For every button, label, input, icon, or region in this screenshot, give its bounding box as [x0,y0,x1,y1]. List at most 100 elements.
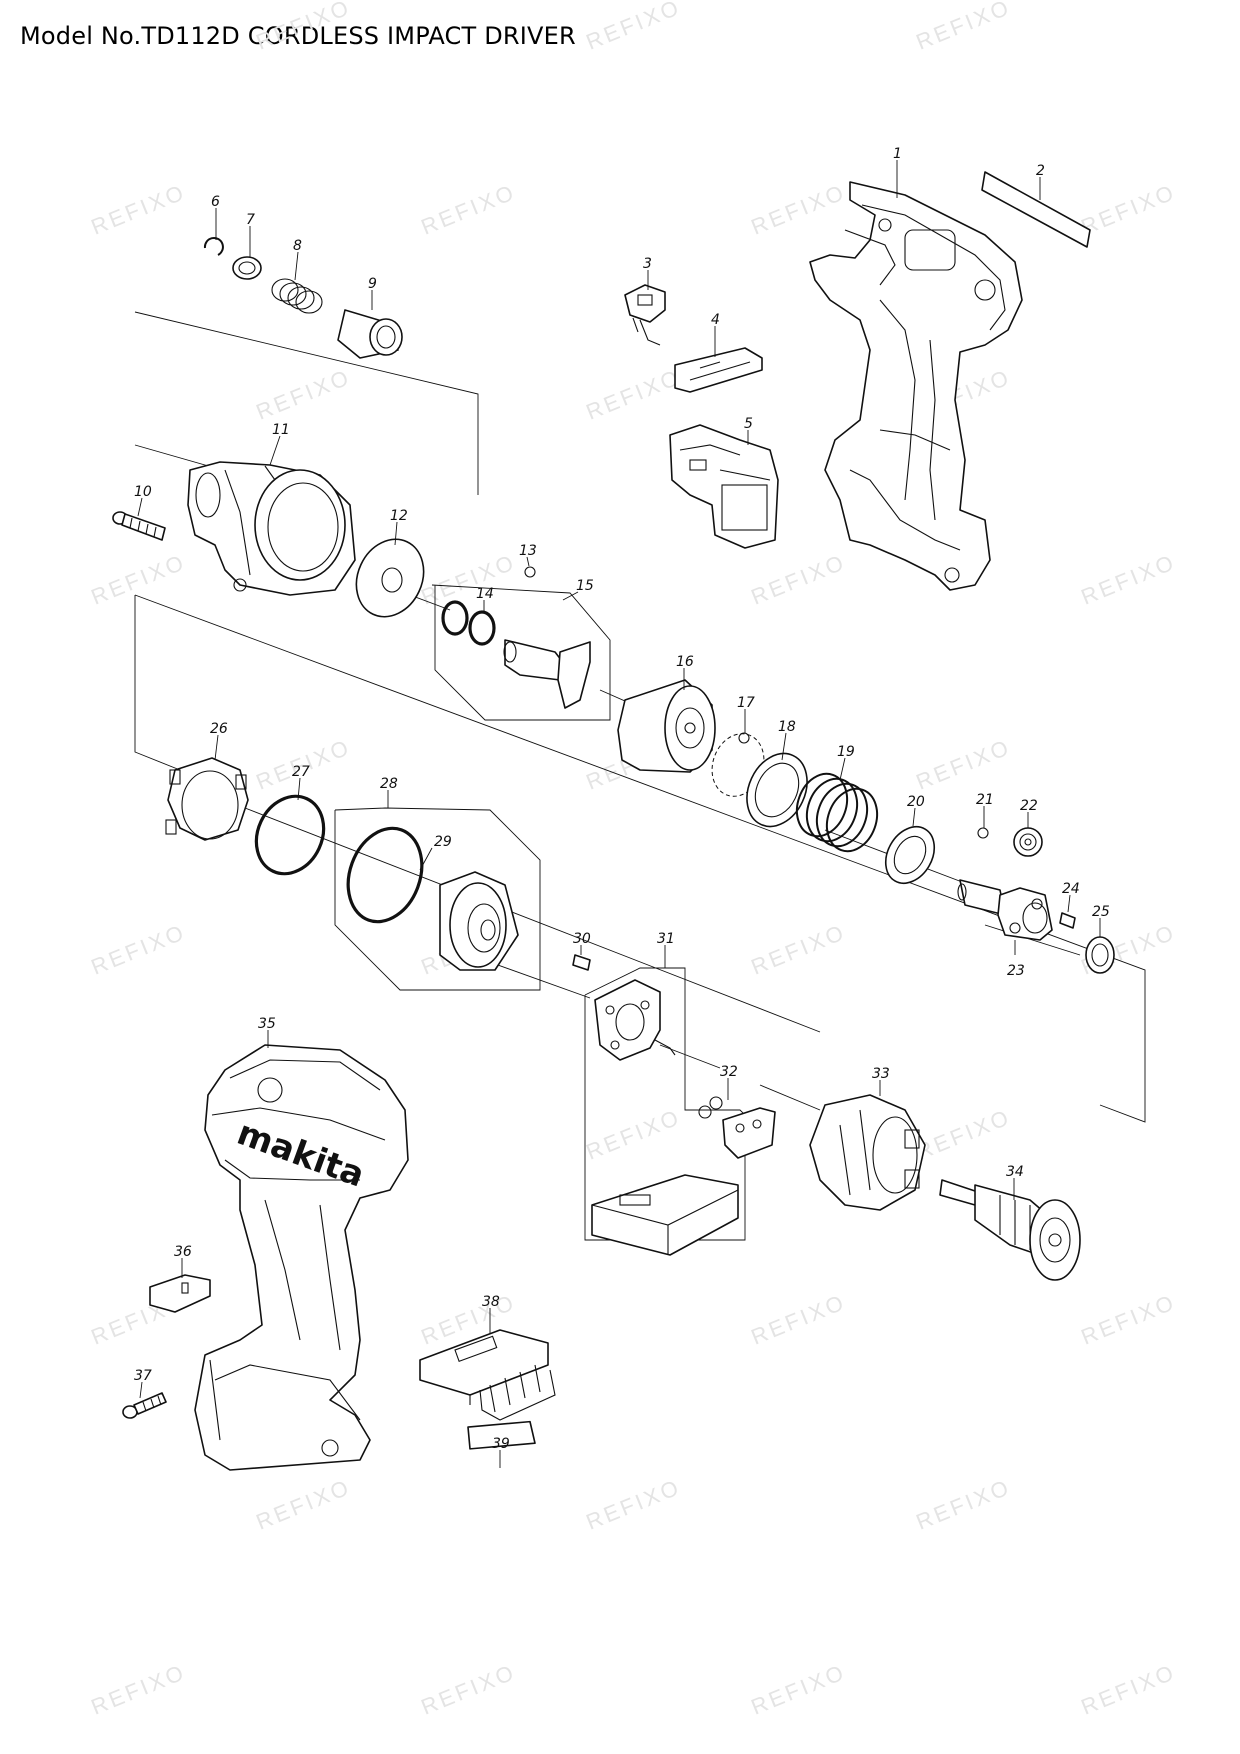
callout-37: 37 [134,1368,152,1384]
callout-38: 38 [482,1294,500,1310]
diagram-title: Model No.TD112D CORDLESS IMPACT DRIVER [20,22,576,50]
callout-4: 4 [711,312,720,328]
callout-19: 19 [837,744,855,760]
callout-31: 31 [657,931,675,947]
part-28-gear-group [334,807,541,991]
watermark-text: REFIXO [583,0,685,55]
callout-22: 22 [1020,798,1038,814]
part-18-washer [746,752,808,828]
callout-16: 16 [676,654,694,670]
part-38-terminal [419,1329,556,1421]
callout-5: 5 [744,416,753,432]
watermark-text: REFIXO [418,549,520,610]
part-11-hammer-case [187,461,356,596]
callout-32: 32 [720,1064,738,1080]
callout-11: 11 [272,422,290,438]
callout-18: 18 [778,719,796,735]
watermark-text: REFIXO [88,179,190,240]
part-27-o-ring [254,794,326,876]
watermark-text: REFIXO [913,734,1015,795]
part-6-circlip [203,236,224,256]
callout-3: 3 [643,256,652,272]
part-24-pin [1059,912,1076,929]
watermark-text: REFIXO [748,549,850,610]
callout-7: 7 [246,212,255,228]
callout-29: 29 [434,834,452,850]
part-25-washer [1085,936,1115,974]
watermark-text: REFIXO [88,549,190,610]
callout-34: 34 [1006,1164,1024,1180]
watermark-text: REFIXO [1078,179,1180,240]
watermark-text: REFIXO [748,919,850,980]
watermark-text: REFIXO [913,0,1015,55]
callout-8: 8 [293,238,302,254]
callout-23: 23 [1007,963,1025,979]
part-39-label [467,1420,536,1450]
part-switch [669,424,779,549]
callout-35: 35 [258,1016,276,1032]
watermark-text: REFIXO [913,1104,1015,1165]
part-9-sleeve [337,309,403,359]
callout-10: 10 [134,484,152,500]
watermark-text: REFIXO [418,179,520,240]
part-15-anvil-group [431,584,611,721]
part-12-washer [355,538,425,618]
part-switch-lever [674,347,763,393]
part-30-screw [572,954,591,971]
watermark-text: REFIXO [88,1659,190,1720]
watermark-text: REFIXO [253,0,355,55]
part-19-spring [795,772,879,853]
watermark-text: REFIXO [748,1289,850,1350]
callout-2: 2 [1036,163,1045,179]
watermark-text: REFIXO [1078,1659,1180,1720]
watermark-text: REFIXO [913,1474,1015,1535]
callout-15: 15 [576,578,594,594]
part-23-spindle [957,879,1053,941]
callout-13: 13 [519,543,537,559]
watermark-text: REFIXO [253,1474,355,1535]
callout-36: 36 [174,1244,192,1260]
callout-14: 14 [476,586,494,602]
part-21-ball [977,827,989,839]
part-20-washer [884,825,936,885]
callout-39: 39 [492,1436,510,1452]
part-8-spring [271,278,323,314]
callout-9: 9 [368,276,377,292]
part-37-screw [122,1392,167,1419]
part-34-rotor [939,1179,1081,1281]
callout-26: 26 [210,721,228,737]
watermark-text: REFIXO [748,1659,850,1720]
part-31-controller-group [584,967,761,1256]
watermark-text: REFIXO [583,1474,685,1535]
watermark-text: REFIXO [88,919,190,980]
callout-6: 6 [211,194,220,210]
watermark-text: REFIXO [583,1104,685,1165]
callout-30: 30 [573,931,591,947]
callout-33: 33 [872,1066,890,1082]
callout-12: 12 [390,508,408,524]
callout-27: 27 [292,764,310,780]
watermark-text: REFIXO [748,179,850,240]
part-7-washer [232,256,262,280]
callout-numbers: 1 2 3 4 5 6 7 8 9 10 11 12 13 14 15 16 1… [134,146,1110,1452]
watermark-text: REFIXO [583,364,685,425]
callout-17: 17 [737,695,755,711]
callout-leaders [137,160,1101,1468]
part-32-terminals [698,1096,776,1159]
part-22-gear [1013,827,1043,857]
callout-24: 24 [1062,881,1080,897]
watermark-text: REFIXO [253,364,355,425]
watermark-text: REFIXO [1078,1289,1180,1350]
callout-1: 1 [893,146,902,162]
part-13-ball [524,566,536,578]
watermark-text: REFIXO [418,1659,520,1720]
part-35-housing-left: makita [194,1044,409,1471]
part-10-screw [112,511,166,541]
callout-20: 20 [907,794,925,810]
callout-25: 25 [1092,904,1110,920]
part-nameplate [981,171,1091,248]
callout-28: 28 [380,776,398,792]
part-housing-right [809,181,1023,591]
part-36-cap [149,1274,211,1313]
